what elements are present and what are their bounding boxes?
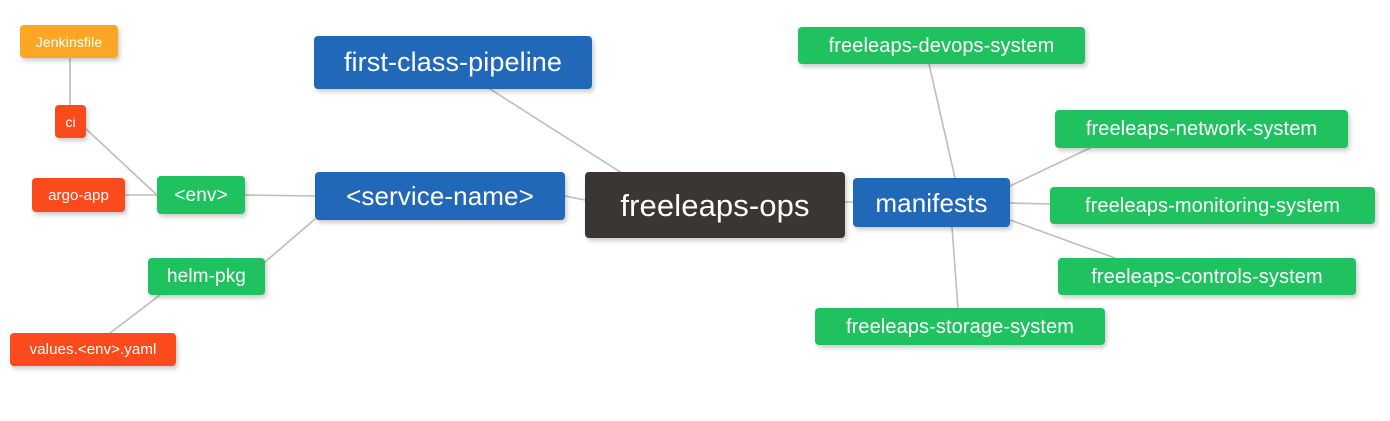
edge-manifests-to-freeleaps-controls-system [1009, 219, 1116, 259]
node-freeleaps-devops-system[interactable]: freeleaps-devops-system [798, 27, 1085, 64]
node-env[interactable]: <env> [157, 176, 245, 214]
node-ci[interactable]: ci [55, 105, 86, 138]
node-values-yaml[interactable]: values.<env>.yaml [10, 333, 176, 366]
edge-manifests-to-freeleaps-storage-system [951, 226, 959, 309]
node-jenkinsfile[interactable]: Jenkinsfile [20, 25, 118, 58]
edge-first-class-pipeline-to-freeleaps-ops [489, 88, 626, 176]
node-helm-pkg[interactable]: helm-pkg [148, 258, 265, 295]
edge-manifests-to-freeleaps-monitoring-system [1009, 202, 1051, 205]
edge-service-name-to-helm-pkg [264, 218, 316, 263]
edge-service-name-to-freeleaps-ops [564, 195, 586, 201]
edge-manifests-to-freeleaps-network-system [1009, 147, 1091, 187]
edge-helm-pkg-to-values-yaml [109, 294, 161, 334]
node-freeleaps-monitoring-system[interactable]: freeleaps-monitoring-system [1050, 187, 1375, 224]
node-freeleaps-ops[interactable]: freeleaps-ops [585, 172, 845, 238]
node-freeleaps-controls-system[interactable]: freeleaps-controls-system [1058, 258, 1356, 295]
edge-ci-to-env [84, 127, 159, 197]
node-freeleaps-network-system[interactable]: freeleaps-network-system [1055, 110, 1348, 148]
node-freeleaps-storage-system[interactable]: freeleaps-storage-system [815, 308, 1105, 345]
edge-env-to-service-name [244, 194, 316, 197]
node-manifests[interactable]: manifests [853, 178, 1010, 227]
node-service-name[interactable]: <service-name> [315, 172, 565, 220]
edge-freeleaps-devops-system-to-manifests [928, 63, 956, 179]
node-argo-app[interactable]: argo-app [32, 178, 125, 212]
node-first-class-pipeline[interactable]: first-class-pipeline [314, 36, 592, 89]
